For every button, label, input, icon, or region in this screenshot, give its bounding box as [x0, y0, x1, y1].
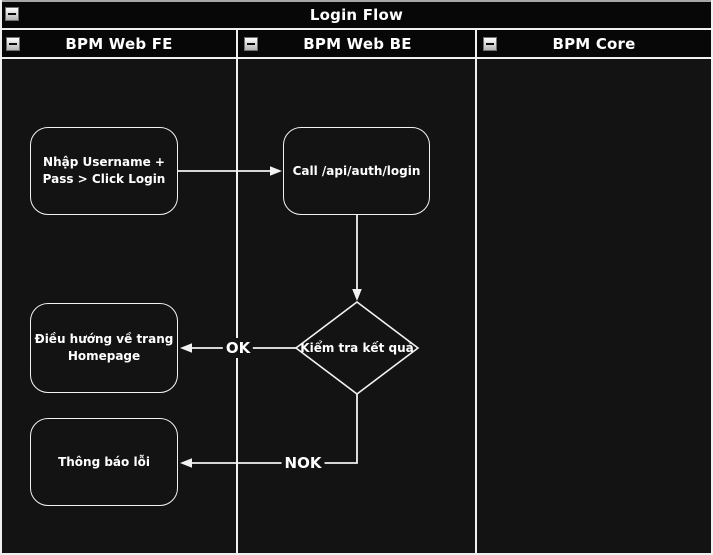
minus-icon: [9, 43, 17, 45]
minus-icon: [247, 43, 255, 45]
divider-horizontal: [2, 57, 711, 59]
pool-border-right: [711, 0, 713, 555]
lane-divider: [475, 30, 477, 553]
lane-header-bpm-web-be[interactable]: BPM Web BE: [238, 30, 477, 57]
lane-divider: [236, 30, 238, 553]
arrowhead-left-icon: [180, 343, 192, 353]
collapse-pool-icon[interactable]: [5, 7, 19, 21]
collapse-lane-core-icon[interactable]: [483, 37, 497, 51]
pool-title-bar[interactable]: Login Flow: [2, 2, 711, 28]
arrowhead-right-icon: [270, 166, 282, 176]
edge-label-nok[interactable]: NOK: [281, 453, 325, 473]
arrowhead-left-icon: [180, 458, 192, 468]
node-call-api[interactable]: Call /api/auth/login: [283, 127, 430, 215]
divider-horizontal: [2, 28, 711, 30]
lane-header-row: BPM Web FE BPM Web BE BPM Core: [2, 30, 711, 57]
pool-border-bottom: [0, 553, 713, 555]
arrowhead-down-icon: [352, 289, 362, 301]
pool-border-left: [0, 0, 2, 555]
edge-label-ok[interactable]: OK: [222, 338, 254, 358]
node-show-error[interactable]: Thông báo lỗi: [30, 418, 178, 506]
node-check-result-label[interactable]: Kiểm tra kết quả: [300, 341, 414, 355]
lane-header-bpm-web-fe[interactable]: BPM Web FE: [2, 30, 236, 57]
lane-label: BPM Web BE: [303, 34, 412, 53]
collapse-lane-be-icon[interactable]: [244, 37, 258, 51]
pool-title: Login Flow: [309, 6, 404, 24]
minus-icon: [8, 13, 16, 15]
collapse-lane-fe-icon[interactable]: [6, 37, 20, 51]
node-check-result-diamond[interactable]: [294, 300, 420, 396]
minus-icon: [486, 43, 494, 45]
lane-header-bpm-core[interactable]: BPM Core: [477, 30, 711, 57]
node-input-login[interactable]: Nhập Username + Pass > Click Login: [30, 127, 178, 215]
pool-border-top: [0, 0, 713, 2]
lane-label: BPM Web FE: [65, 34, 173, 53]
lane-label: BPM Core: [552, 34, 636, 53]
node-go-homepage[interactable]: Điều hướng về trang Homepage: [30, 303, 178, 393]
edge-check-nok[interactable]: [190, 394, 358, 464]
